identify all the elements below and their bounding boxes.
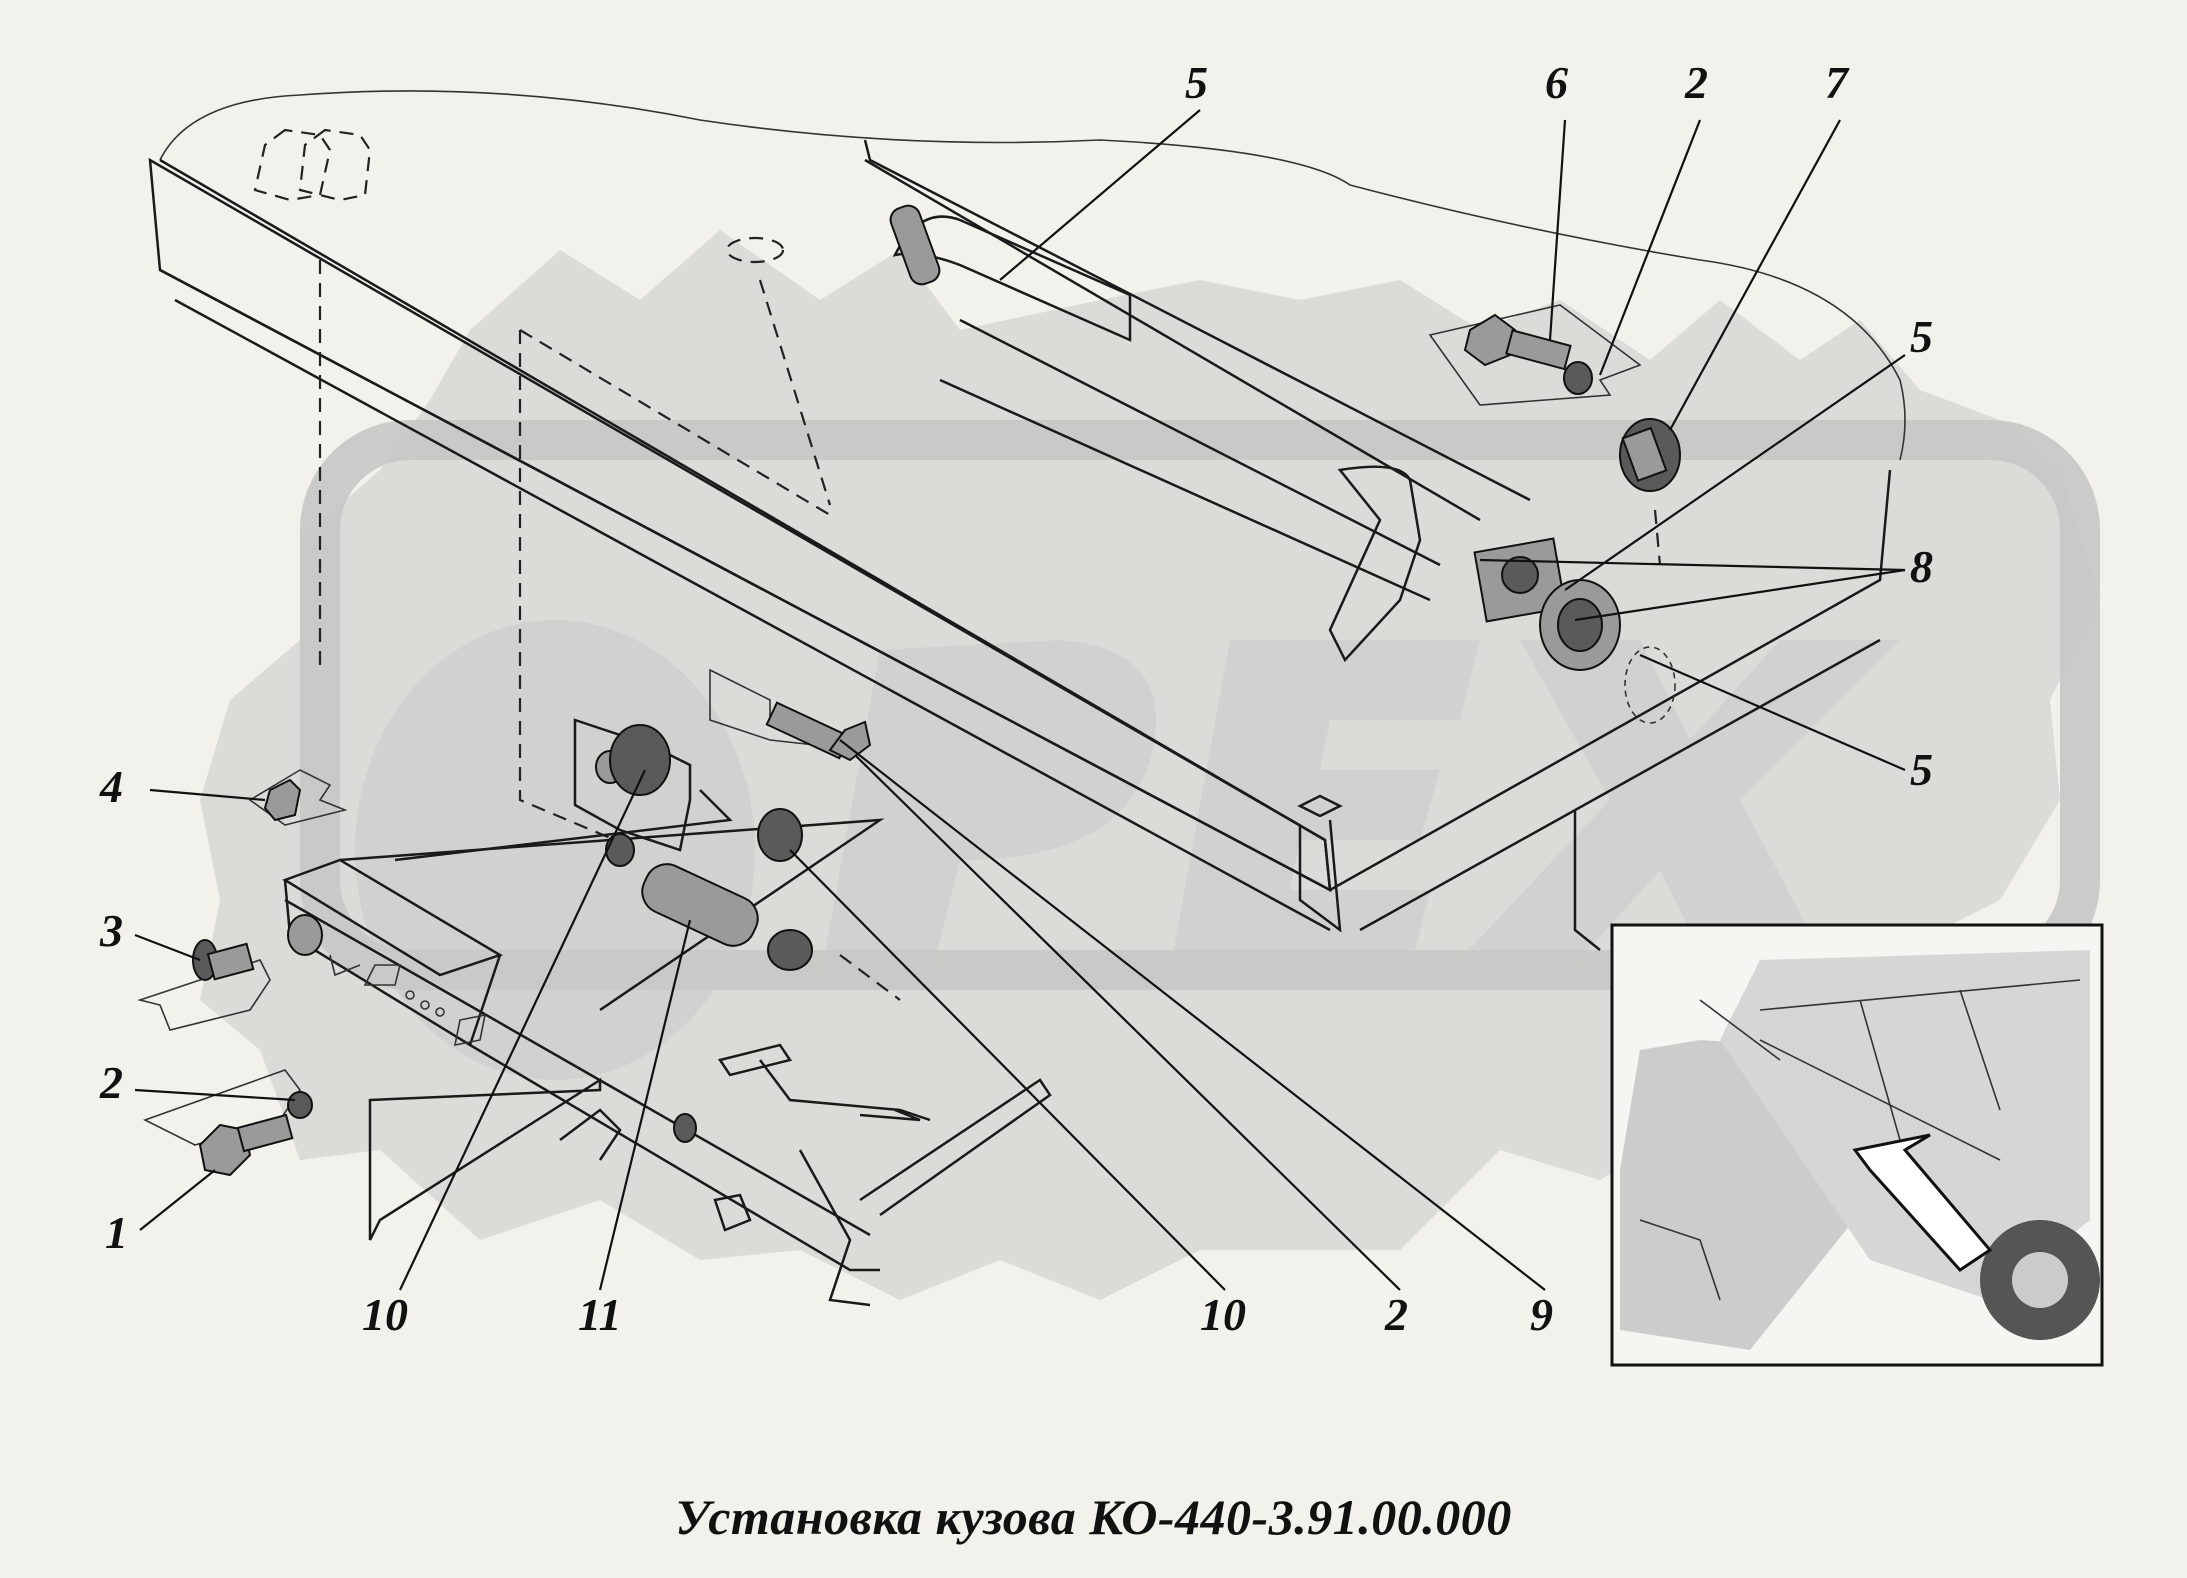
- callout-2-left: 2: [99, 1057, 123, 1108]
- callout-6: 6: [1545, 57, 1568, 108]
- callout-7: 7: [1825, 57, 1850, 108]
- callout-11: 11: [578, 1289, 621, 1340]
- callout-2-top: 2: [1684, 57, 1708, 108]
- bolt-group-upper: [1428, 304, 1681, 492]
- upper-hinge-assembly: [889, 204, 1676, 724]
- callout-3: 3: [99, 905, 123, 956]
- diagram-caption: Установка кузова КО-440-3.91.00.000: [675, 1489, 1512, 1545]
- left-fastener-parts: [137, 769, 348, 1177]
- callout-8: 8: [1910, 541, 1933, 592]
- callout-5-right-lower: 5: [1910, 744, 1933, 795]
- truck-body-frame: [148, 90, 1906, 951]
- leader-lines: [134, 109, 1906, 1291]
- callout-10-left: 10: [362, 1289, 408, 1340]
- inset-truck-view: [1610, 923, 2104, 1367]
- cylinder-assembly: [573, 668, 872, 971]
- callout-2-bottom: 2: [1384, 1289, 1408, 1340]
- chassis-frame: [282, 789, 1052, 1307]
- callout-10-right: 10: [1200, 1289, 1246, 1340]
- callout-5-top: 5: [1185, 57, 1208, 108]
- dashed-guide-lines: [253, 128, 832, 842]
- callout-4: 4: [99, 761, 123, 812]
- callout-labels: 5 6 2 7 5 8 5 4 3 2 1 10 11 10 2 9: [99, 57, 1933, 1340]
- callout-1: 1: [105, 1207, 128, 1258]
- callout-5-right-upper: 5: [1910, 311, 1933, 362]
- callout-9: 9: [1530, 1289, 1553, 1340]
